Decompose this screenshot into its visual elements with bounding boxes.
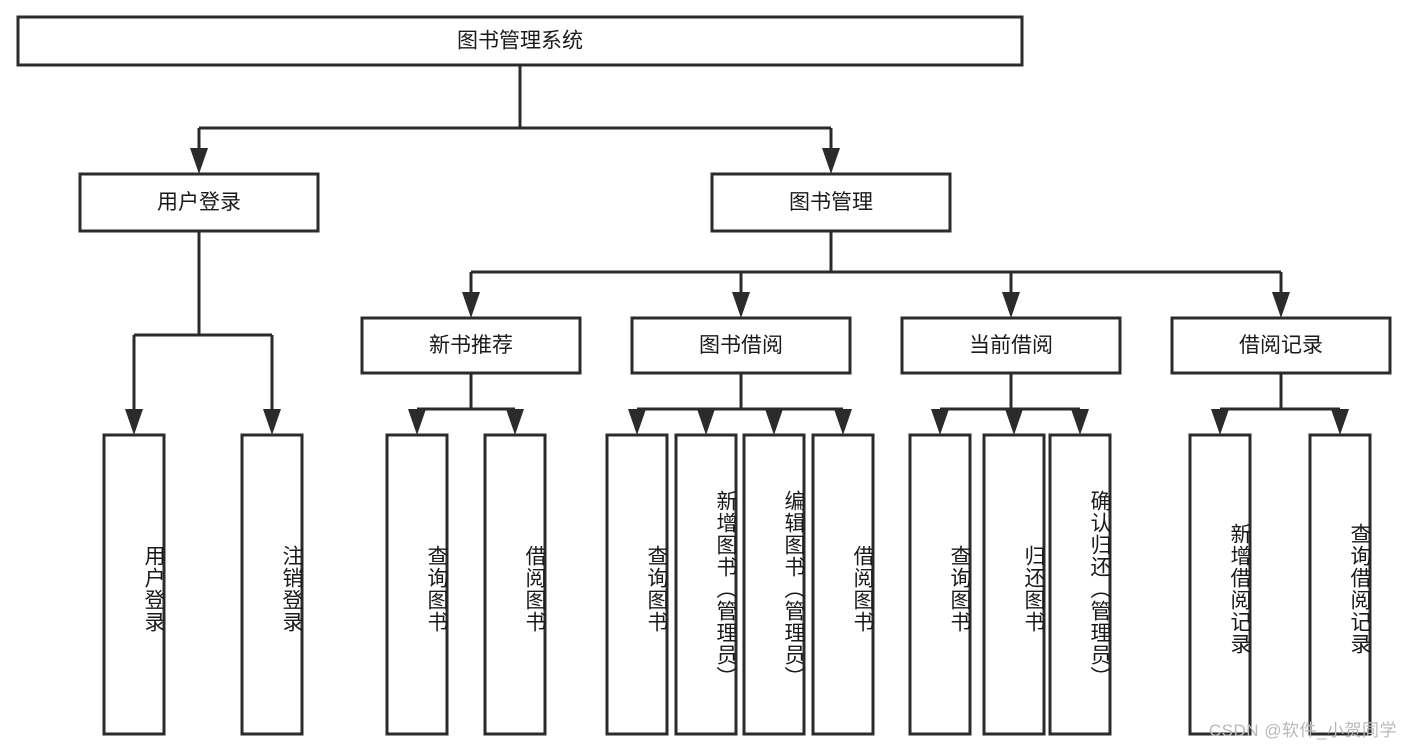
node-box-leaf-add-book-admin[interactable]: [674, 433, 738, 736]
arrow-head-icon: [822, 148, 840, 174]
arrow-head-icon: [628, 409, 646, 435]
connector-layer: [125, 65, 1349, 435]
node-box-book-manage[interactable]: [710, 172, 952, 233]
node-box-leaf-borrow-book-2[interactable]: [811, 433, 875, 736]
watermark-text: CSDN @软件_小贺同学: [1208, 721, 1397, 740]
node-label-book-manage: 图书管理: [789, 191, 873, 214]
arrow-head-icon: [1211, 409, 1229, 435]
node-box-leaf-user-logout[interactable]: [240, 433, 304, 736]
node-box-leaf-add-borrow-record[interactable]: [1188, 433, 1252, 736]
node-box-layer: [16, 15, 1392, 736]
arrow-head-icon: [697, 409, 715, 435]
node-box-leaf-return-book[interactable]: [982, 433, 1046, 736]
node-box-new-book-rec[interactable]: [360, 316, 582, 375]
arrow-head-icon: [834, 409, 852, 435]
arrow-head-icon: [506, 409, 524, 435]
node-box-leaf-query-borrow-record[interactable]: [1308, 433, 1372, 736]
arrow-head-icon: [1002, 292, 1020, 318]
node-label-new-book-rec: 新书推荐: [429, 334, 513, 357]
node-box-user-login[interactable]: [78, 172, 320, 233]
arrow-head-icon: [765, 409, 783, 435]
arrow-head-icon: [732, 292, 750, 318]
node-box-leaf-query-book-1[interactable]: [385, 433, 449, 736]
arrow-head-icon: [263, 409, 281, 435]
node-label-user-login: 用户登录: [157, 191, 241, 214]
node-box-leaf-edit-book-admin[interactable]: [742, 433, 806, 736]
arrow-head-icon: [931, 409, 949, 435]
node-box-root[interactable]: [16, 15, 1024, 67]
node-label-borrow-record: 借阅记录: [1239, 334, 1323, 357]
node-label-current-borrow: 当前借阅: [969, 334, 1053, 357]
node-box-leaf-query-book-3[interactable]: [908, 433, 972, 736]
node-box-leaf-user-login[interactable]: [102, 433, 166, 736]
node-label-root: 图书管理系统: [457, 30, 583, 53]
arrow-head-icon: [190, 148, 208, 174]
arrow-head-icon: [1331, 409, 1349, 435]
arrow-head-icon: [462, 292, 480, 318]
node-box-leaf-borrow-book-1[interactable]: [483, 433, 547, 736]
node-box-leaf-confirm-return-admin[interactable]: [1048, 433, 1112, 736]
node-label-book-borrow: 图书借阅: [699, 334, 783, 357]
arrow-head-icon: [408, 409, 426, 435]
arrow-head-icon: [125, 409, 143, 435]
arrow-head-icon: [1071, 409, 1089, 435]
arrow-head-icon: [1272, 292, 1290, 318]
node-box-leaf-query-book-2[interactable]: [605, 433, 669, 736]
node-box-borrow-record[interactable]: [1170, 316, 1392, 375]
node-box-book-borrow[interactable]: [630, 316, 852, 375]
arrow-head-icon: [1005, 409, 1023, 435]
node-box-current-borrow[interactable]: [900, 316, 1122, 375]
